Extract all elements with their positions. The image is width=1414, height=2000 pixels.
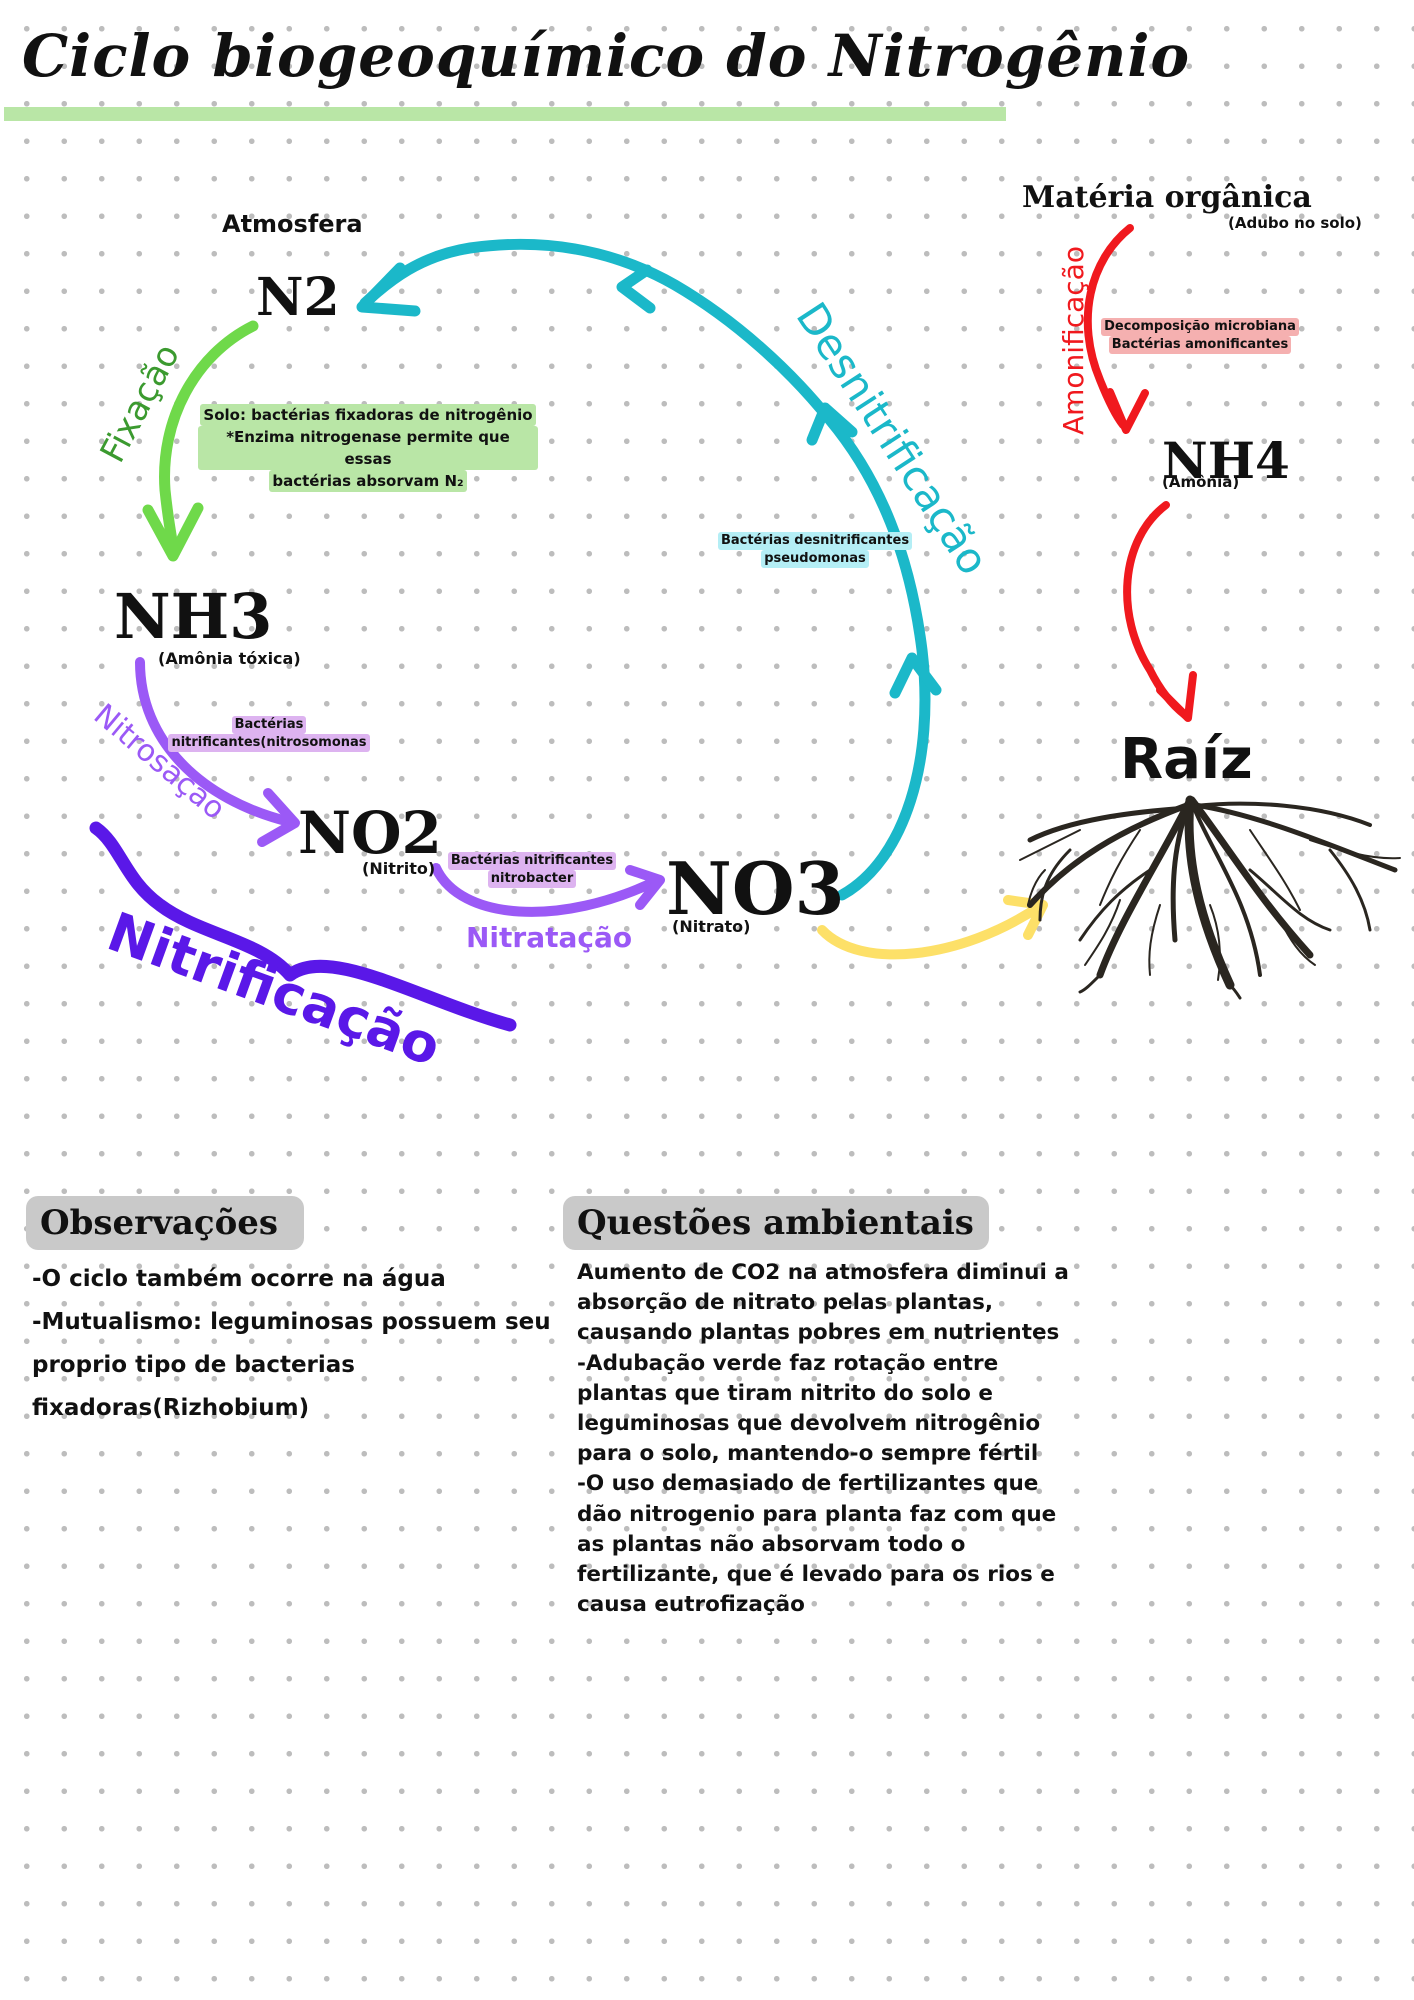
nitratacao-label: Nitratação [466, 921, 632, 954]
arrowhead-right-mid [806, 402, 858, 446]
materia-organica-sub-label: (Adubo no solo) [1228, 214, 1362, 232]
observacoes-line-2: -Mutualismo: leguminosas possuem seu [32, 1309, 551, 1335]
fixacao-note-line-2: *Enzima nitrogenase permite que essas [198, 426, 538, 470]
questoes-line-2: absorção de nitrato pelas plantas, [577, 1290, 994, 1316]
arrowhead-no3 [625, 865, 665, 910]
no2-sub-label: (Nitrito) [362, 859, 435, 878]
atmosfera-label: Atmosfera [222, 210, 363, 238]
nitrosacao-note-line-2: nitrificantes(nitrosomonas [168, 734, 370, 752]
amonificacao-note-line-1: Decomposição microbiana [1101, 318, 1299, 336]
red-arrow-bottom [1123, 501, 1189, 719]
questoes-line-9: dão nitrogenio para planta faz com que [577, 1501, 1057, 1527]
questoes-line-3: causando plantas pobres em nutrientes [577, 1320, 1060, 1346]
nitratacao-note: Bactérias nitrificantes nitrobacter [440, 852, 624, 888]
no2-label: NO2 [298, 799, 442, 867]
desnitrificacao-note-line-1: Bactérias desnitrificantes [717, 532, 913, 550]
root-illustration [1019, 795, 1401, 1000]
amonificacao-label: Amonificação [1057, 246, 1090, 435]
title-underline [4, 107, 1006, 121]
fixacao-label: Fixação [93, 338, 188, 470]
questoes-line-11: fertilizante, que é levado para os rios … [577, 1562, 1055, 1588]
desnitrificacao-note: Bactérias desnitrificantes pseudomonas [704, 532, 926, 568]
nh3-sub-label: (Amônia tóxica) [158, 649, 301, 668]
fixacao-note-line-1: Solo: bactérias fixadoras de nitrogênio [200, 404, 536, 426]
root-arrow [817, 895, 1048, 960]
arrowhead-n2 [356, 262, 421, 317]
questoes-line-5: plantas que tiram nitrito do solo e [577, 1380, 993, 1406]
questoes-line-12: causa eutrofização [577, 1592, 805, 1618]
desnitrificacao-note-line-2: pseudomonas [761, 550, 869, 568]
nitratacao-note-line-2: nitrobacter [487, 870, 577, 888]
arrowhead-mid-top [616, 264, 656, 314]
materia-organica-label: Matéria orgânica [1022, 180, 1312, 215]
nitratacao-note-line-1: Bactérias nitrificantes [447, 852, 617, 870]
nh3-label: NH3 [114, 580, 272, 653]
questoes-line-7: para o solo, mantendo-o sempre fértil [577, 1441, 1039, 1467]
questoes-text: Aumento de CO2 na atmosfera diminui a ab… [577, 1258, 1069, 1620]
page-title: Ciclo biogeoquímico do Nitrogênio [22, 22, 1191, 90]
n2-label: N2 [256, 267, 340, 328]
nitrosacao-arrow [135, 657, 300, 847]
observacoes-header: Observações [26, 1196, 304, 1250]
nitrificacao-brace [89, 821, 517, 1032]
nitrosacao-note-line-1: Bactérias [231, 716, 307, 734]
observacoes-line-4: fixadoras(Rizhobium) [32, 1395, 310, 1421]
arrowhead-no2 [257, 788, 300, 847]
questoes-header: Questões ambientais [563, 1196, 989, 1250]
no3-label: NO3 [666, 846, 845, 931]
observacoes-line-3: proprio tipo de bacterias [32, 1352, 355, 1378]
nitrosacao-note: Bactérias nitrificantes(nitrosomonas [160, 716, 378, 752]
arrowhead-root [1003, 895, 1048, 940]
desnitrificacao-curve [359, 238, 931, 901]
arrowhead-raiz [1156, 671, 1197, 722]
arrowhead-nh4 [1106, 388, 1149, 434]
questoes-line-10: as plantas não absorvam todo o [577, 1531, 966, 1557]
arrowhead-nh3 [142, 502, 204, 562]
arrowhead-right-low [889, 652, 942, 699]
nh4-label: NH4 [1162, 431, 1290, 490]
no3-sub-label: (Nitrato) [672, 917, 750, 936]
fixacao-note: Solo: bactérias fixadoras de nitrogênio … [194, 404, 542, 492]
observacoes-text: -O ciclo também ocorre na água -Mutualis… [32, 1258, 552, 1430]
fixacao-arrow [142, 320, 259, 562]
questoes-line-6: leguminosas que devolvem nitrogênio [577, 1411, 1041, 1437]
amonificacao-note-line-2: Bactérias amonificantes [1108, 336, 1292, 354]
nitrogen-cycle-diagram: Atmosfera N2 NH3 (Amônia tóxica) NO2 (Ni… [87, 180, 1401, 1078]
questoes-line-4: -Adubação verde faz rotação entre [577, 1350, 999, 1376]
questoes-line-8: -O uso demasiado de fertilizantes que [577, 1471, 1039, 1497]
amonificacao-arrows [1083, 224, 1197, 722]
nh4-sub-label: (Amônia) [1162, 473, 1239, 491]
questoes-line-1: Aumento de CO2 na atmosfera diminui a [577, 1260, 1069, 1285]
observacoes-line-1: -O ciclo também ocorre na água [32, 1266, 446, 1292]
amonificacao-note: Decomposição microbiana Bactérias amonif… [1096, 318, 1304, 354]
raiz-label: Raíz [1120, 727, 1253, 792]
fixacao-note-line-3: bactérias absorvam N₂ [269, 470, 467, 492]
desnitrificacao-arrows [356, 238, 942, 901]
nitratacao-arrow [431, 863, 665, 917]
